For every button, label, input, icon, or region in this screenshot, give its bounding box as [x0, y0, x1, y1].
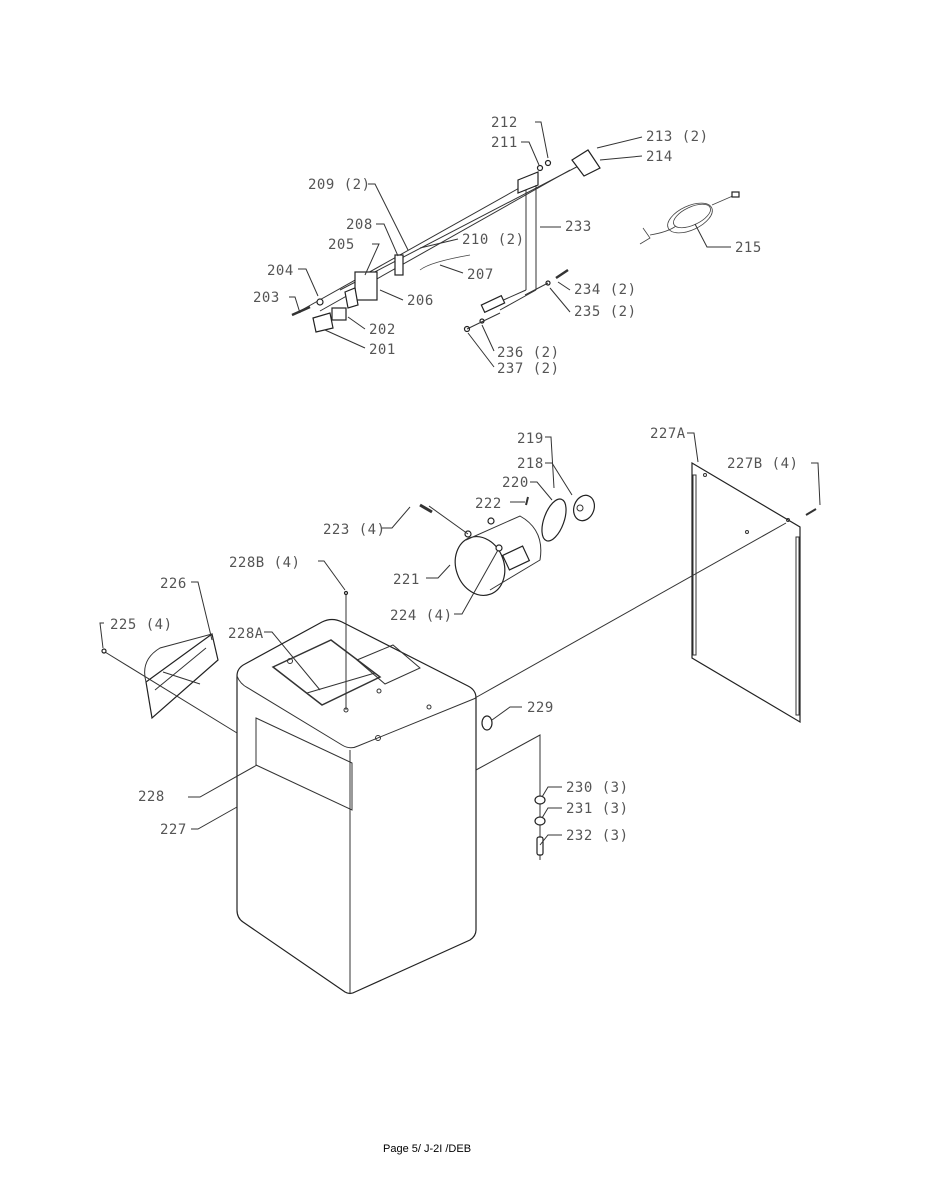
- label-211: 211: [491, 135, 518, 151]
- label-233: 233: [565, 219, 592, 235]
- label-235: 235 (2): [574, 304, 637, 320]
- label-236: 236 (2): [497, 345, 560, 361]
- cabinet: [236, 618, 477, 995]
- label-229: 229: [527, 700, 554, 716]
- label-223: 223 (4): [323, 522, 386, 538]
- label-228a: 228A: [228, 626, 264, 642]
- label-226: 226: [160, 576, 187, 592]
- dust-chute: [144, 632, 219, 720]
- label-232: 232 (3): [566, 828, 629, 844]
- label-222: 222: [475, 496, 502, 512]
- label-208: 208: [346, 217, 373, 233]
- leader-lines-upper: [289, 121, 731, 368]
- label-206: 206: [407, 293, 434, 309]
- label-220: 220: [502, 475, 529, 491]
- label-203: 203: [253, 290, 280, 306]
- label-213: 213 (2): [646, 129, 709, 145]
- label-214: 214: [646, 149, 673, 165]
- label-228b: 228B (4): [229, 555, 300, 571]
- label-202: 202: [369, 322, 396, 338]
- label-227: 227: [160, 822, 187, 838]
- label-231: 231 (3): [566, 801, 629, 817]
- label-207: 207: [467, 267, 494, 283]
- label-227a: 227A: [650, 426, 686, 442]
- power-cord: [639, 191, 740, 245]
- leader-lines-lower: [99, 432, 821, 846]
- label-234: 234 (2): [574, 282, 637, 298]
- motor: [419, 494, 595, 596]
- label-225: 225 (4): [110, 617, 173, 633]
- hardware-lower: [101, 508, 817, 860]
- page-footer: Page 5/ J-2I /DEB: [383, 1143, 472, 1155]
- label-218: 218: [517, 456, 544, 472]
- label-227b: 227B (4): [727, 456, 798, 472]
- label-209: 209 (2): [308, 177, 371, 193]
- back-panel: [691, 461, 801, 724]
- label-228: 228: [138, 789, 165, 805]
- label-205: 205: [328, 237, 355, 253]
- label-215: 215: [735, 240, 762, 256]
- label-212: 212: [491, 115, 518, 131]
- label-210: 210 (2): [462, 232, 525, 248]
- label-230: 230 (3): [566, 780, 629, 796]
- label-224: 224 (4): [390, 608, 453, 624]
- switch-arm-assembly: [291, 149, 601, 333]
- label-219: 219: [517, 431, 544, 447]
- label-221: 221: [393, 572, 420, 588]
- label-204: 204: [267, 263, 294, 279]
- part-labels: 212 211 213 (2) 214 209 (2) 208 233 210 …: [110, 115, 798, 844]
- label-201: 201: [369, 342, 396, 358]
- label-237: 237 (2): [497, 361, 560, 377]
